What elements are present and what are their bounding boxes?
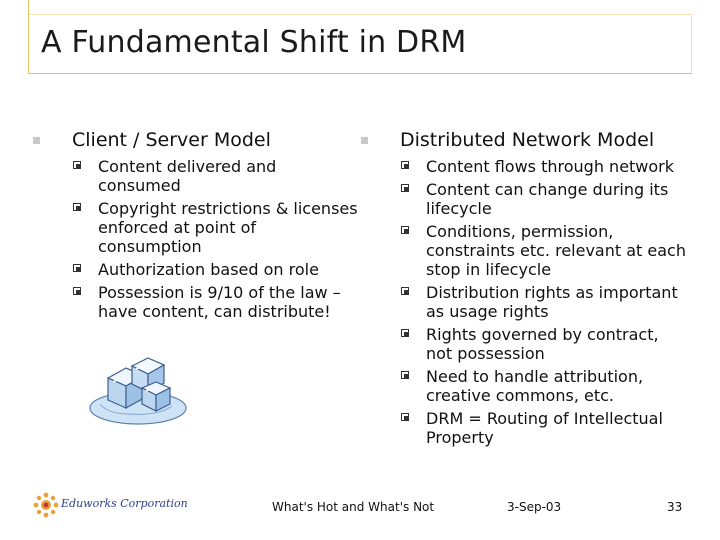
checkbox-bullet-icon	[73, 264, 81, 272]
sun-logo-icon	[33, 492, 59, 518]
left-heading: Client / Server Model	[30, 127, 360, 153]
footer-center-text: What's Hot and What's Not	[272, 500, 435, 514]
checkbox-bullet-icon	[401, 371, 409, 379]
list-item: Copyright restrictions & licenses enforc…	[30, 199, 360, 256]
right-heading-text: Distributed Network Model	[400, 129, 655, 151]
list-item: Content flows through network	[358, 157, 688, 176]
list-item: Conditions, permission, constraints etc.…	[358, 222, 688, 279]
left-heading-text: Client / Server Model	[72, 129, 271, 151]
list-item: Distribution rights as important as usag…	[358, 283, 688, 321]
checkbox-bullet-icon	[401, 413, 409, 421]
title-frame-left	[28, 0, 29, 73]
title-frame-bottom	[28, 73, 692, 74]
checkbox-bullet-icon	[401, 329, 409, 337]
right-heading: Distributed Network Model	[358, 127, 688, 153]
checkbox-bullet-icon	[401, 287, 409, 295]
list-item: DRM = Routing of Intellectual Property	[358, 409, 688, 447]
right-column: Distributed Network Model Content flows …	[358, 127, 688, 451]
slide-title: A Fundamental Shift in DRM	[41, 25, 467, 60]
ice-cubes-icon	[89, 357, 187, 425]
title-frame-top	[28, 14, 692, 15]
footer-logo: Eduworks Corporation	[33, 492, 193, 518]
left-column: Client / Server Model Content delivered …	[30, 127, 360, 325]
right-bullet-list: Content flows through network Content ca…	[358, 157, 688, 447]
title-frame-right	[691, 14, 692, 74]
page-number: 33	[667, 500, 683, 514]
list-item: Content can change during its lifecycle	[358, 180, 688, 218]
square-bullet-icon	[33, 137, 40, 144]
checkbox-bullet-icon	[401, 161, 409, 169]
list-item: Authorization based on role	[30, 260, 360, 279]
list-item: Rights governed by contract, not possess…	[358, 325, 688, 363]
list-item: Possession is 9/10 of the law – have con…	[30, 283, 360, 321]
checkbox-bullet-icon	[401, 226, 409, 234]
list-item: Content delivered and consumed	[30, 157, 360, 195]
footer-date: 3-Sep-03	[507, 500, 562, 514]
checkbox-bullet-icon	[73, 203, 81, 211]
checkbox-bullet-icon	[401, 184, 409, 192]
checkbox-bullet-icon	[73, 161, 81, 169]
left-bullet-list: Content delivered and consumed Copyright…	[30, 157, 360, 321]
checkbox-bullet-icon	[73, 287, 81, 295]
square-bullet-icon	[361, 137, 368, 144]
logo-text: Eduworks Corporation	[61, 497, 188, 510]
list-item: Need to handle attribution, creative com…	[358, 367, 688, 405]
